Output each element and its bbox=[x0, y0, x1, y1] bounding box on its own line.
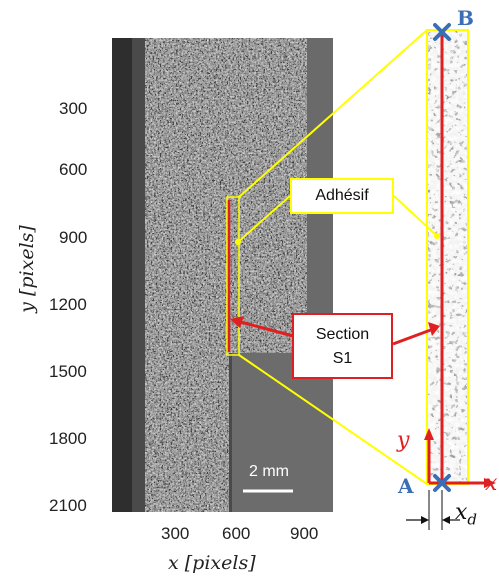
section-callout: Section S1 bbox=[292, 313, 393, 379]
local-x-arrowhead bbox=[484, 478, 496, 488]
adhesive-leader-right bbox=[393, 195, 438, 237]
zoom-speckle bbox=[427, 30, 468, 484]
roi-box bbox=[226, 196, 240, 356]
zoom-connector-top bbox=[238, 29, 428, 198]
offset-label: xd bbox=[455, 500, 477, 528]
local-x-label: x bbox=[485, 471, 498, 496]
x-axis-title: x [pixels] bbox=[168, 552, 256, 574]
y-tick-900: 900 bbox=[59, 228, 88, 247]
dic-image-left-shadow bbox=[112, 38, 132, 512]
adhesive-dot-right bbox=[434, 233, 440, 239]
point-b-label: B bbox=[457, 6, 474, 30]
x-tick-900: 900 bbox=[290, 524, 319, 543]
section-arrowhead-left bbox=[230, 316, 244, 328]
point-a-label: A bbox=[398, 474, 414, 498]
offset-arrowhead-left bbox=[421, 516, 429, 524]
section-arrow-right bbox=[392, 326, 437, 346]
y-tick-2100: 2100 bbox=[49, 496, 87, 515]
y-tick-1800: 1800 bbox=[49, 429, 87, 448]
local-y-label: y bbox=[397, 428, 410, 453]
y-axis-title: y [pixels] bbox=[16, 225, 38, 313]
section-callout-line1: Section bbox=[315, 326, 370, 343]
y-tick-1200: 1200 bbox=[49, 295, 87, 314]
y-tick-300: 300 bbox=[59, 99, 88, 118]
zoom-connector-bottom bbox=[238, 354, 428, 485]
adhesive-dot-left bbox=[235, 239, 241, 245]
offset-label-sub: d bbox=[467, 510, 478, 529]
y-tick-600: 600 bbox=[59, 160, 88, 179]
section-callout-line2: S1 bbox=[332, 350, 353, 367]
local-y-arrowhead bbox=[424, 428, 434, 440]
x-tick-600: 600 bbox=[222, 524, 251, 543]
speckle-lower-substrate bbox=[145, 353, 229, 512]
x-tick-300: 300 bbox=[161, 524, 190, 543]
y-tick-1500: 1500 bbox=[49, 362, 87, 381]
point-b-marker bbox=[433, 23, 451, 41]
section-arrowhead-right bbox=[428, 322, 440, 336]
offset-arrowhead-right bbox=[442, 516, 450, 524]
section-arrow-left bbox=[232, 318, 294, 338]
offset-label-main: x bbox=[455, 500, 468, 525]
point-a-marker bbox=[433, 474, 451, 492]
scale-bar-label: 2 mm bbox=[249, 463, 289, 480]
speckle-upper-substrate bbox=[145, 38, 307, 353]
adhesive-callout: Adhésif bbox=[290, 178, 394, 214]
adhesive-leader-left bbox=[237, 195, 291, 243]
dic-image-lower-gap bbox=[232, 353, 333, 512]
